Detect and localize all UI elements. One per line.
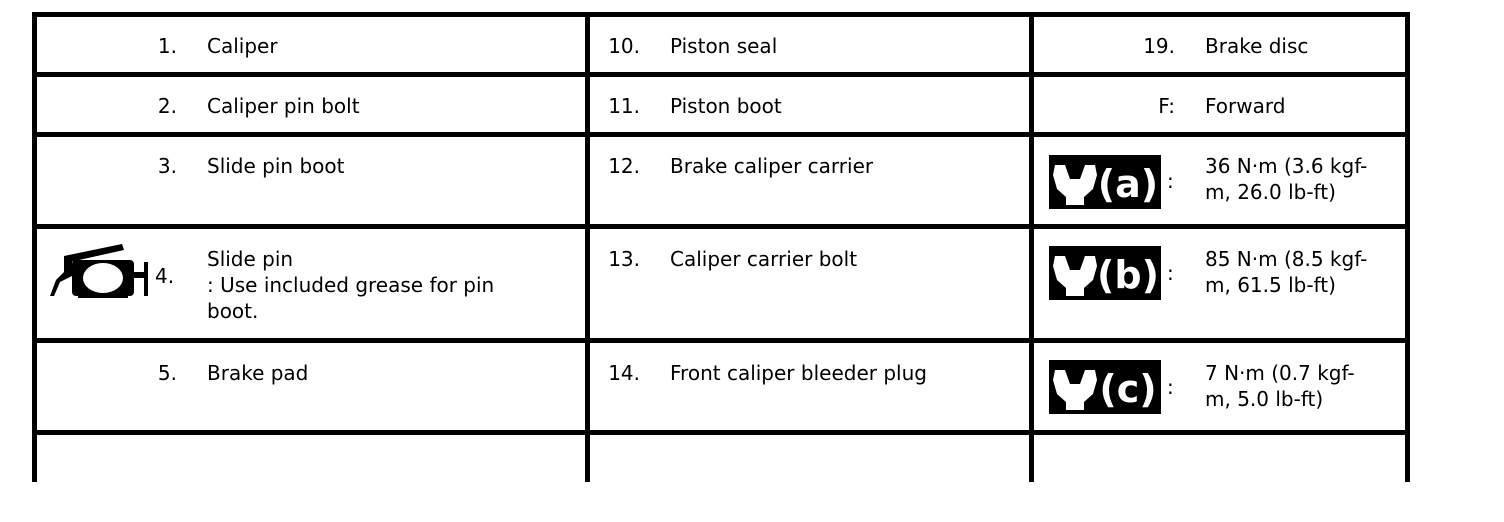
item-label: Forward xyxy=(1205,94,1286,118)
torque-spec-line2: m, 5.0 lb-ft) xyxy=(1205,387,1324,411)
item-label: Caliper xyxy=(207,34,278,58)
item-number: 1. xyxy=(157,34,177,58)
item-label: Piston boot xyxy=(670,94,782,118)
item-number: 14. xyxy=(608,361,640,385)
item-label: Piston seal xyxy=(670,34,778,58)
torque-letter: (b) xyxy=(1097,253,1159,297)
item-label: Brake caliper carrier xyxy=(670,154,874,178)
torque-letter: (c) xyxy=(1099,367,1156,411)
table-rule xyxy=(32,430,1410,435)
torque-spec-line2: m, 26.0 lb-ft) xyxy=(1205,180,1336,204)
item-label: Brake disc xyxy=(1205,34,1309,58)
torque-spec-line1: 85 N·m (8.5 kgf- xyxy=(1205,247,1368,271)
item-number: 10. xyxy=(608,34,640,58)
table-rule xyxy=(1405,12,1410,482)
item-colon: : xyxy=(1167,261,1174,285)
table-rule xyxy=(32,224,1410,229)
item-label: Slide pin xyxy=(207,247,294,271)
torque-spec-line2: m, 61.5 lb-ft) xyxy=(1205,273,1336,297)
item-label: Caliper carrier bolt xyxy=(670,247,858,271)
torque-letter: (a) xyxy=(1098,162,1158,206)
torque-wrench-icon: (a) xyxy=(1049,155,1161,209)
item-colon: : xyxy=(1167,375,1174,399)
torque-spec-line1: 36 N·m (3.6 kgf- xyxy=(1205,154,1368,178)
grease-gun-icon xyxy=(50,244,148,298)
item-colon: : xyxy=(1167,169,1174,193)
item-number: 2. xyxy=(157,94,177,118)
table-rule xyxy=(585,12,590,482)
table-rule xyxy=(32,132,1410,137)
item-number: 13. xyxy=(608,247,640,271)
table-rule xyxy=(32,338,1410,343)
item-number: 5. xyxy=(157,361,177,385)
table-rule xyxy=(32,12,1410,17)
table-rule xyxy=(1029,12,1034,482)
torque-wrench-icon: (c) xyxy=(1053,367,1157,411)
torque-wrench-icon: (a) xyxy=(1053,162,1158,206)
item-number: 19. xyxy=(1143,34,1175,58)
item-number: 4. xyxy=(155,264,175,288)
item-number: 12. xyxy=(608,154,640,178)
grease-gun-icon xyxy=(50,242,155,305)
item-label: Slide pin boot xyxy=(207,154,345,178)
item-label: Caliper pin bolt xyxy=(207,94,360,118)
item-label: Brake pad xyxy=(207,361,309,385)
item-note: boot. xyxy=(207,299,259,323)
item-note: : Use included grease for pin xyxy=(207,273,495,297)
table-rule xyxy=(32,12,37,482)
item-number: 11. xyxy=(608,94,640,118)
parts-legend-table xyxy=(32,12,1410,482)
item-label: Front caliper bleeder plug xyxy=(670,361,927,385)
torque-wrench-icon: (b) xyxy=(1053,253,1159,297)
torque-wrench-icon: (c) xyxy=(1049,360,1161,414)
torque-spec-line1: 7 N·m (0.7 kgf- xyxy=(1205,361,1355,385)
item-number: 3. xyxy=(157,154,177,178)
table-rule xyxy=(32,72,1410,77)
item-number: F: xyxy=(1158,94,1175,118)
torque-wrench-icon: (b) xyxy=(1049,246,1161,300)
